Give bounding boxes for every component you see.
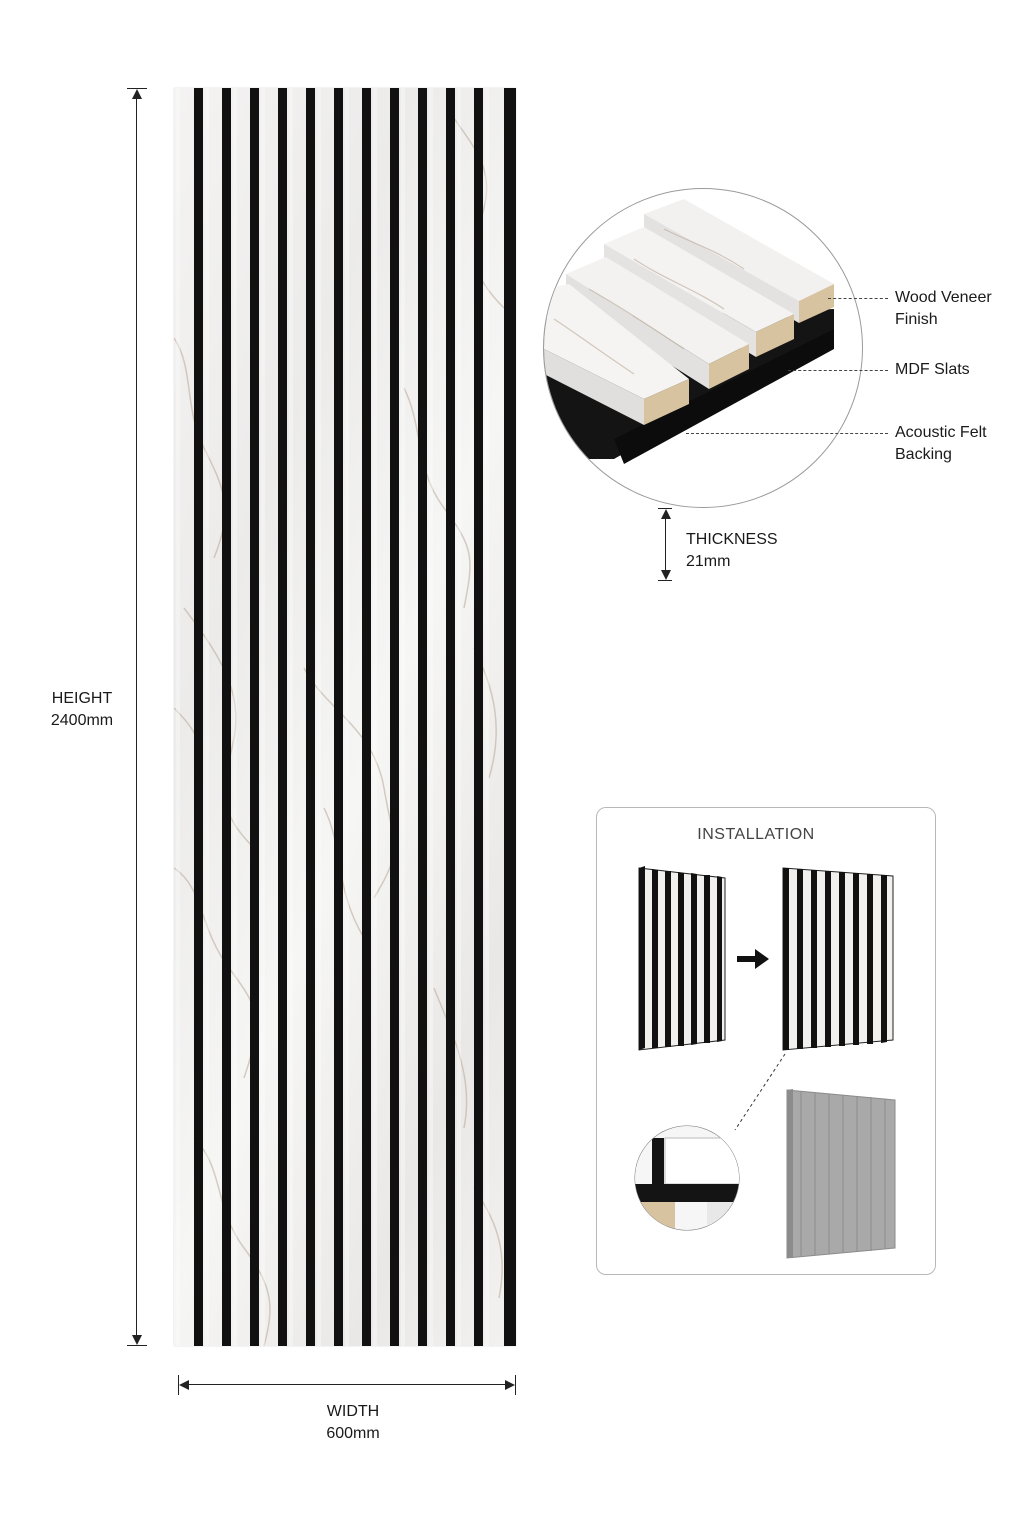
- detail-connector-line: [734, 1053, 786, 1131]
- install-wall-battens: [786, 1089, 896, 1259]
- layer-label-mdf: MDF Slats: [895, 359, 1023, 381]
- thickness-label: THICKNESS: [686, 531, 778, 548]
- install-detail-circle: [634, 1125, 740, 1231]
- width-value: 600mm: [326, 1425, 380, 1442]
- layer-mdf-line1: MDF Slats: [895, 361, 970, 378]
- zoom-marble-veins: [553, 228, 745, 375]
- height-arrow-up-icon: [132, 89, 142, 99]
- width-dimension-label: WIDTH 600mm: [293, 1401, 413, 1445]
- callout-line-felt: [686, 433, 888, 434]
- layer-label-felt: Acoustic Felt Backing: [895, 422, 1023, 466]
- slat-top-4: [644, 199, 834, 301]
- height-label: HEIGHT: [51, 690, 113, 707]
- thickness-dim-top-tick: [658, 508, 672, 509]
- cross-section-zoom: [543, 188, 863, 508]
- thickness-dim-line: [665, 514, 666, 576]
- width-dim-right-tick: [515, 1375, 516, 1395]
- height-dimension-label: HEIGHT 2400mm: [30, 688, 134, 732]
- slat-end-4: [799, 284, 834, 323]
- height-dim-top-tick: [127, 88, 147, 89]
- layer-veneer-line1: Wood Veneer: [895, 289, 992, 306]
- slat-end-1: [644, 379, 689, 425]
- installation-title: INSTALLATION: [697, 826, 815, 843]
- height-value: 2400mm: [50, 712, 114, 729]
- installation-panel: INSTALLATION: [596, 807, 936, 1275]
- install-panel-after: [782, 867, 894, 1051]
- slat-top-2: [566, 257, 749, 364]
- install-panel-before: [638, 866, 726, 1051]
- felt-backing-edge: [614, 329, 834, 464]
- width-label: WIDTH: [326, 1403, 380, 1420]
- thickness-dim-bottom-tick: [658, 580, 672, 581]
- slat-end-3: [756, 314, 794, 357]
- slat-top-1: [544, 284, 689, 399]
- slat-gaps: [194, 88, 516, 1346]
- cross-section-graphic: [544, 199, 834, 464]
- thickness-dimension-label: THICKNESS 21mm: [686, 529, 816, 573]
- thickness-arrow-up-icon: [661, 509, 671, 519]
- slat-side-2: [566, 274, 709, 389]
- width-dim-line: [186, 1384, 508, 1385]
- slat-top-3: [604, 227, 794, 332]
- width-dim-left-tick: [178, 1375, 179, 1395]
- installation-graphic: [634, 866, 896, 1259]
- height-arrow-down-icon: [132, 1335, 142, 1345]
- layer-label-veneer: Wood Veneer Finish: [895, 287, 1023, 331]
- layer-felt-line2: Backing: [895, 446, 952, 463]
- arrow-right-icon: [737, 949, 769, 969]
- height-dim-bottom-tick: [127, 1345, 147, 1346]
- callout-line-mdf: [788, 370, 888, 371]
- layer-veneer-line2: Finish: [895, 311, 938, 328]
- width-arrow-left-icon: [179, 1380, 189, 1390]
- thickness-value: 21mm: [686, 553, 731, 570]
- slat-highlights: [176, 88, 489, 1346]
- callout-line-veneer: [828, 298, 888, 299]
- acoustic-panel-front-view: [174, 88, 516, 1346]
- thickness-arrow-down-icon: [661, 570, 671, 580]
- layer-felt-line1: Acoustic Felt: [895, 424, 987, 441]
- panel-graphic: [174, 88, 516, 1346]
- slat-side-1: [544, 349, 644, 425]
- width-arrow-right-icon: [505, 1380, 515, 1390]
- slat-end-2: [709, 344, 749, 389]
- height-dim-line: [136, 96, 137, 1338]
